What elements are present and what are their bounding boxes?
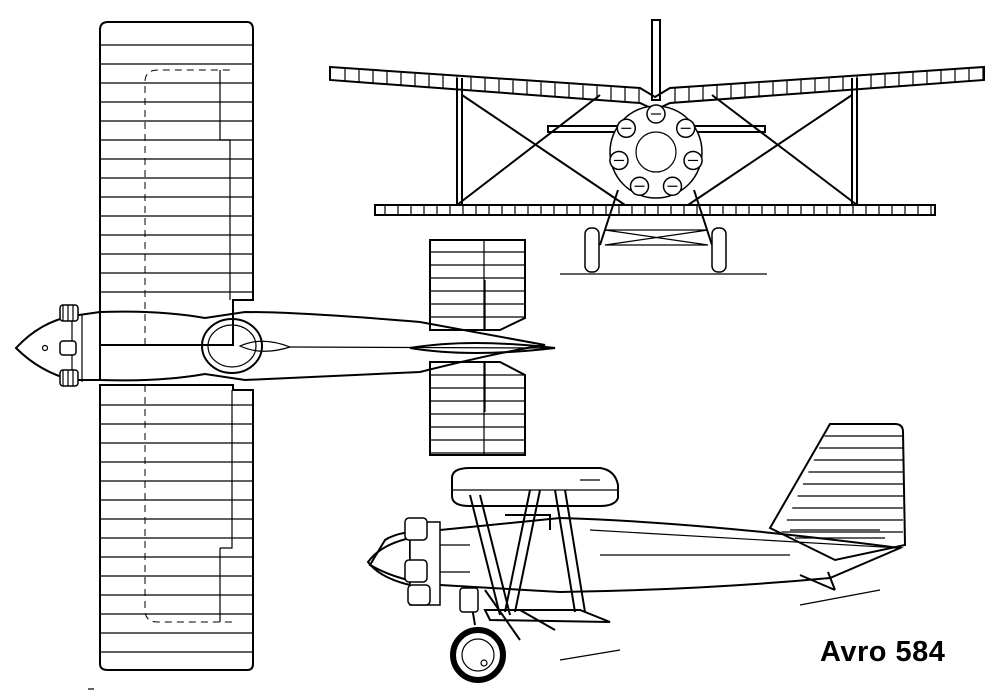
plan-view (14, 21, 556, 671)
side-view-upper-wing (451, 467, 619, 507)
plan-view-wing-upper-panel (99, 21, 254, 346)
front-view-fin (651, 19, 661, 101)
side-view-fin-rudder (768, 423, 907, 562)
plan-view-wing-lower-panel (99, 384, 254, 671)
side-view-undercarriage (450, 587, 556, 683)
front-view-upper-wing (329, 65, 985, 112)
plan-view-tailplane (409, 239, 556, 456)
side-view-lower-wing (483, 609, 611, 623)
plan-view-cockpit (201, 318, 263, 374)
front-view (329, 19, 985, 275)
front-view-lower-wing (374, 204, 936, 216)
side-view-struts (469, 489, 586, 616)
aircraft-name-caption: Avro 584 (820, 636, 946, 668)
side-view-engine (366, 517, 470, 606)
front-view-engine (609, 104, 703, 199)
front-view-undercarriage (560, 189, 767, 275)
side-view-fuselage (368, 516, 904, 594)
side-view (366, 423, 907, 683)
plan-view-engine (14, 304, 101, 387)
